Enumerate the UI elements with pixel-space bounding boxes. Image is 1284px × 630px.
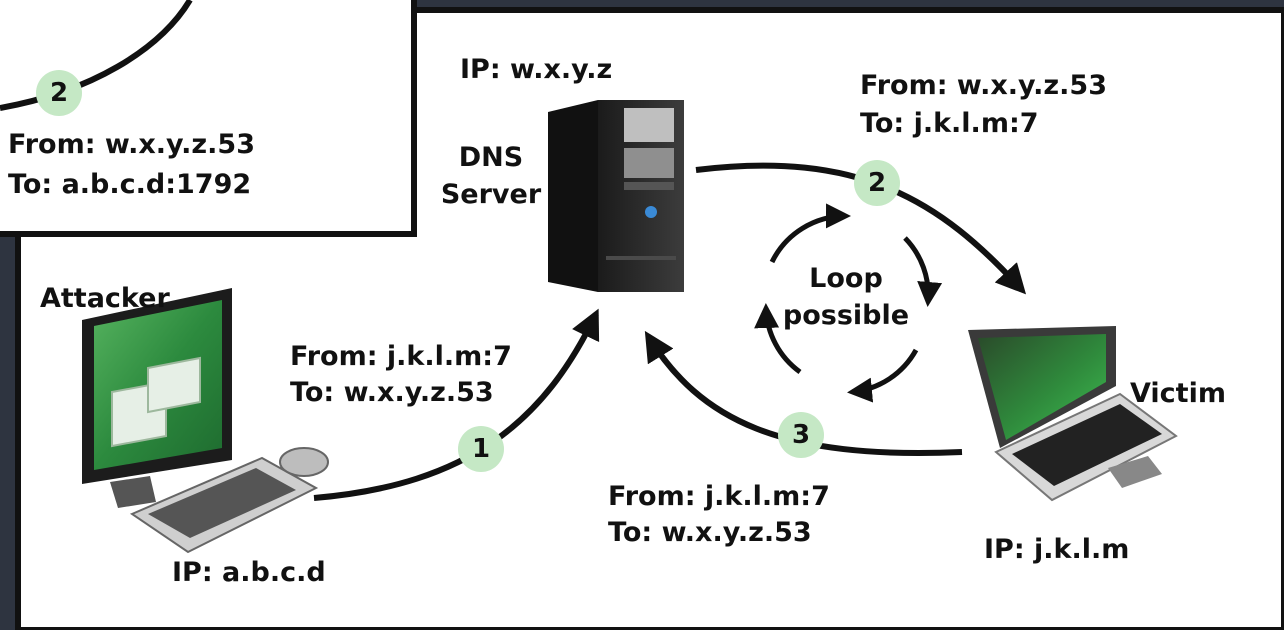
dns-server-name-line1: DNS — [458, 142, 524, 173]
step2-from-label: From: w.x.y.z.53 — [860, 70, 1107, 101]
loop-label-line2: possible — [782, 300, 910, 331]
inset-panel — [0, 0, 417, 237]
attacker-ip: IP: a.b.c.d — [172, 557, 326, 588]
step3-from-label: From: j.k.l.m:7 — [608, 481, 830, 512]
victim-ip: IP: j.k.l.m — [984, 534, 1130, 565]
loop-arrows — [754, 203, 943, 403]
step2-badge: 2 — [854, 160, 900, 206]
loop-label-line1: Loop — [809, 263, 883, 294]
step2-to-label: To: j.k.l.m:7 — [860, 108, 1039, 139]
inset-step-badge: 2 — [36, 70, 82, 116]
victim-laptop-icon — [968, 326, 1178, 502]
step3-arrow — [644, 330, 963, 456]
dns-server-ip: IP: w.x.y.z — [460, 54, 613, 85]
attacker-label: Attacker — [40, 283, 170, 314]
victim-label: Victim — [1130, 378, 1226, 409]
attacker-computer-icon — [82, 288, 329, 554]
step3-badge: 3 — [778, 412, 824, 458]
inset-arrow-curve — [0, 0, 193, 111]
step1-to-label: To: w.x.y.z.53 — [290, 377, 494, 408]
step1-from-label: From: j.k.l.m:7 — [290, 341, 512, 372]
inset-to-label: To: a.b.c.d:1792 — [8, 169, 252, 200]
step1-badge: 1 — [458, 426, 504, 472]
dns-server-icon — [548, 100, 684, 292]
inset-from-label: From: w.x.y.z.53 — [8, 129, 255, 160]
step3-to-label: To: w.x.y.z.53 — [608, 517, 812, 548]
dns-server-name-line2: Server — [440, 179, 542, 210]
